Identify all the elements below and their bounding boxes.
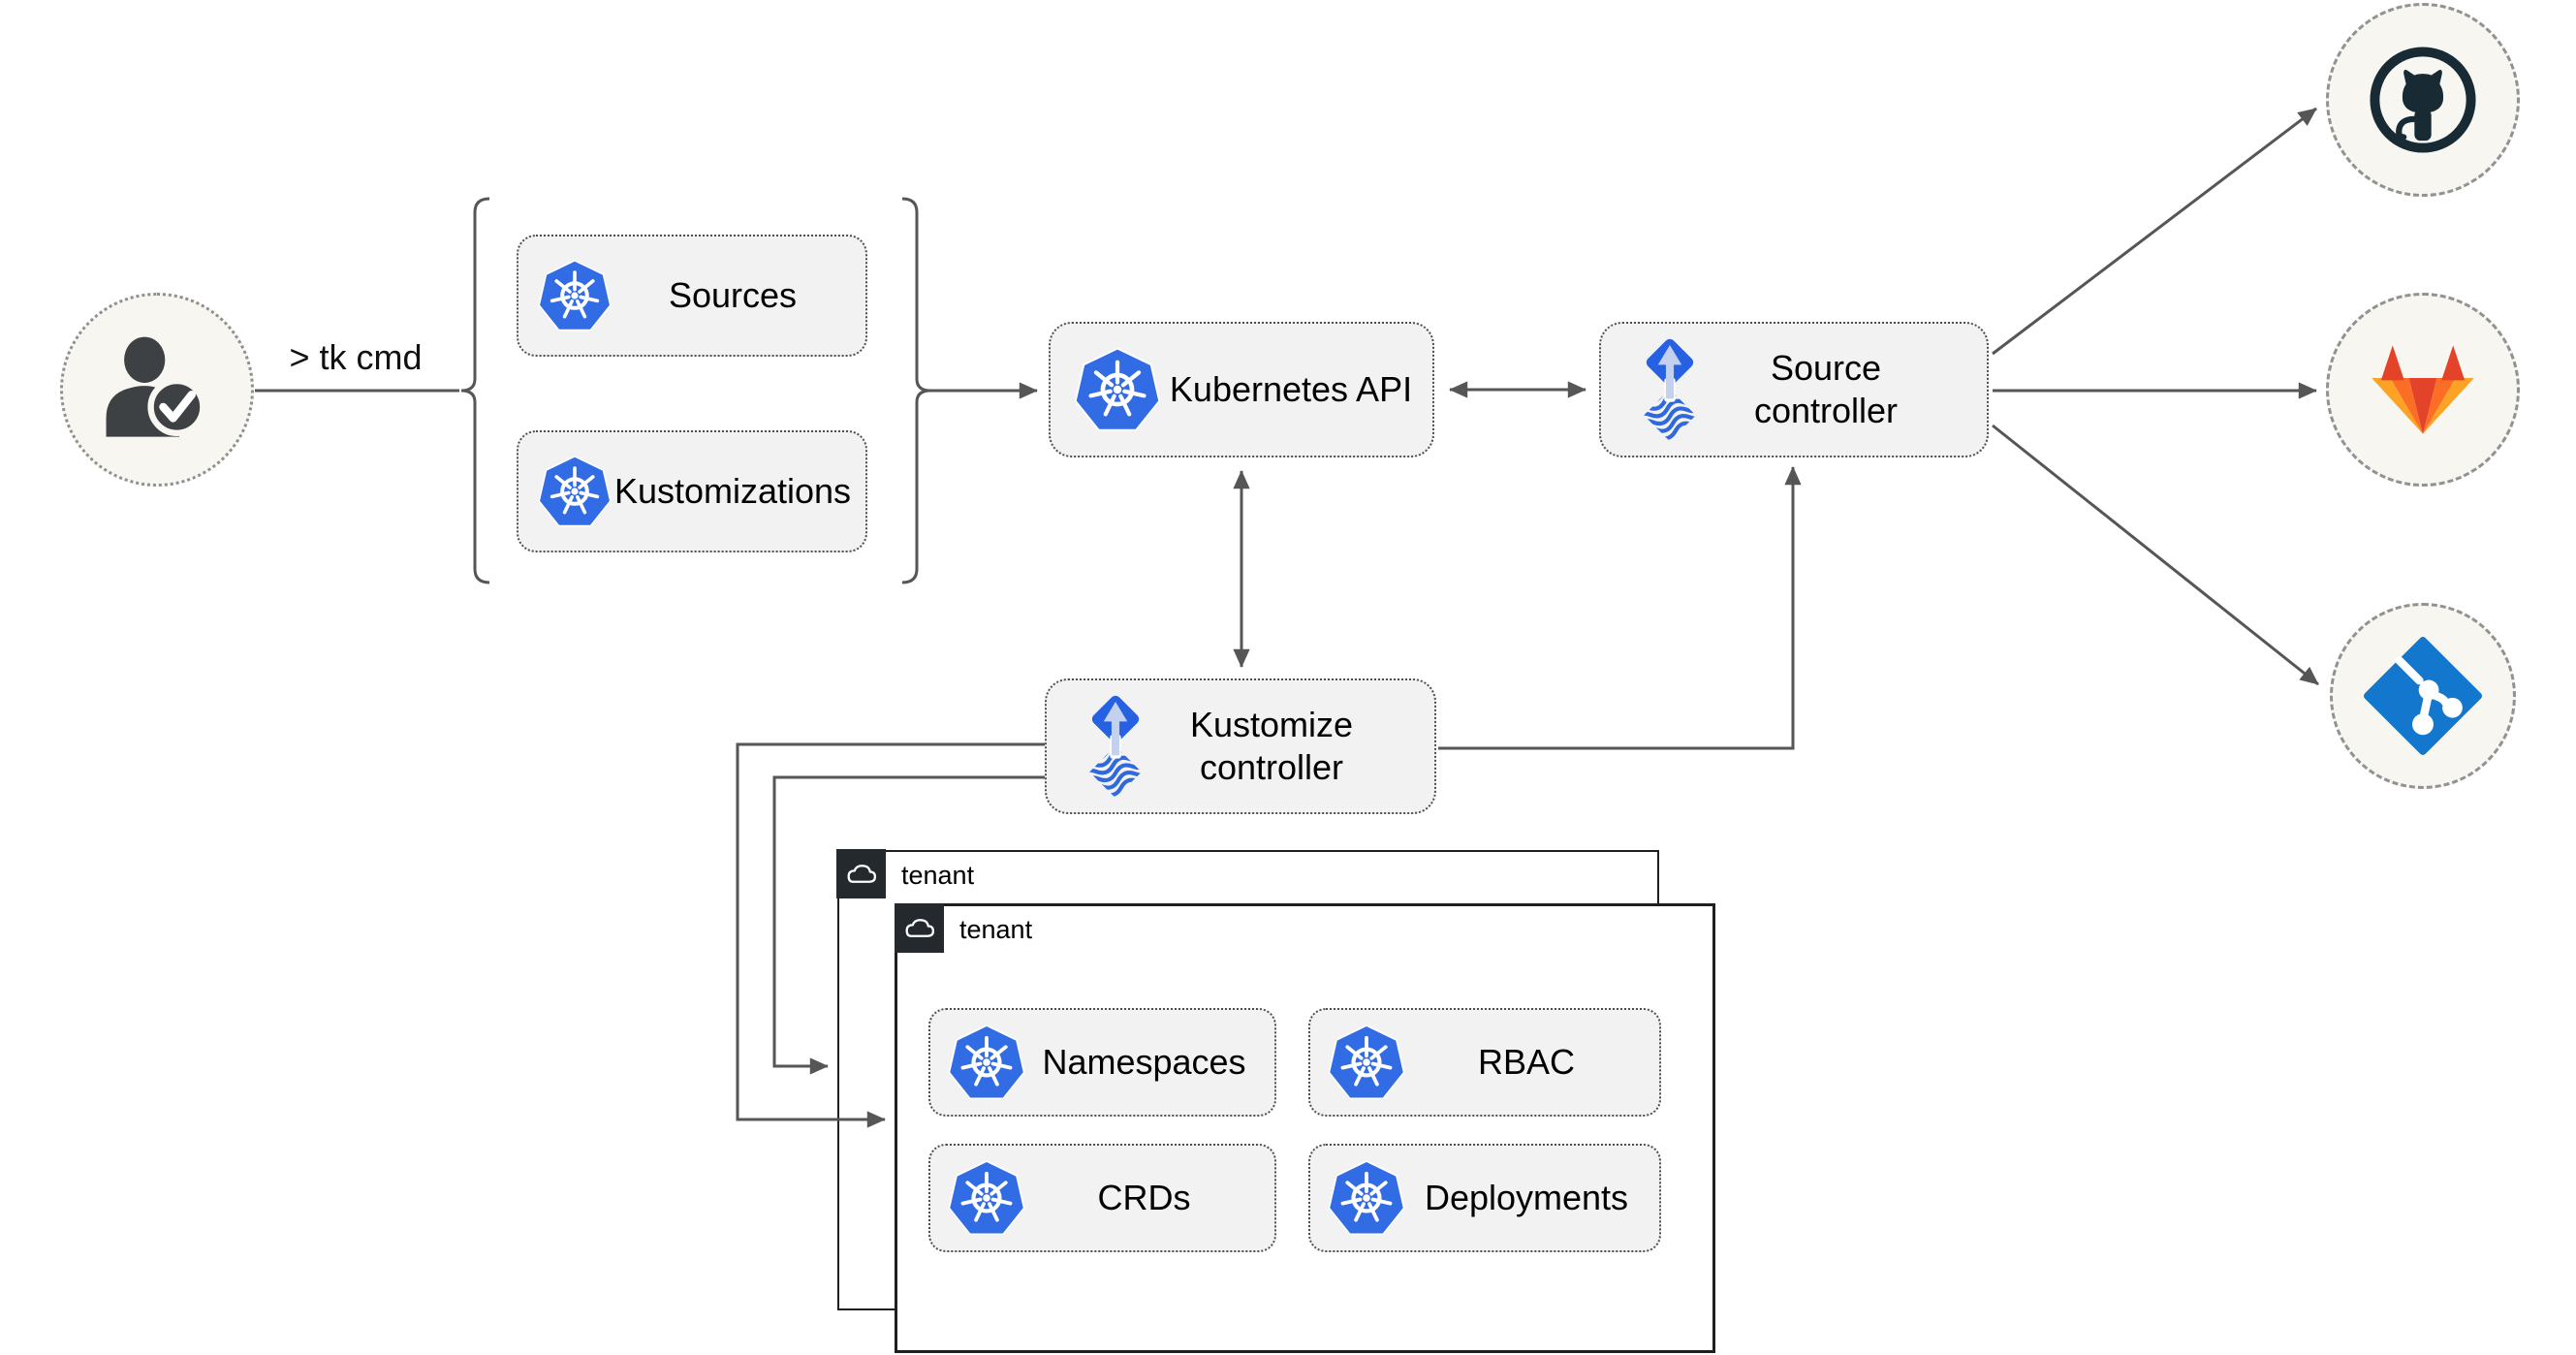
kubernetes-icon [518, 453, 613, 530]
node-sources-label: Sources [668, 275, 798, 316]
node-namespaces: Namespaces [928, 1008, 1276, 1117]
git-branch-icon [2364, 637, 2482, 755]
kubernetes-icon [930, 1022, 1027, 1103]
kubernetes-icon [1051, 344, 1163, 435]
flux-icon [1601, 332, 1710, 447]
tenant-front-label: tenant [959, 914, 1033, 944]
cloud-icon [905, 919, 935, 937]
git-circle [2330, 603, 2516, 789]
node-namespaces-label: Namespaces [1042, 1042, 1246, 1083]
tenant-back-label: tenant [901, 860, 975, 890]
node-source-controller: Source controller [1599, 322, 1989, 457]
edge-source-to-git [1992, 424, 2319, 686]
cloud-icon [847, 865, 877, 883]
node-rbac: RBAC [1308, 1008, 1661, 1117]
node-source-controller-label: Source controller [1753, 348, 1899, 430]
tenant-box-front: tenant [895, 903, 1715, 1353]
left-brace [460, 197, 490, 584]
kubernetes-icon [1310, 1157, 1407, 1239]
user-check-icon [106, 336, 206, 437]
tenant-front-header [895, 903, 944, 953]
cli-command-label: > tk cmd [289, 337, 423, 377]
node-crds-label: CRDs [1097, 1178, 1191, 1218]
node-kustomize-controller: Kustomize controller [1045, 678, 1436, 814]
kubernetes-icon [518, 257, 613, 334]
gitlab-tanuki-icon [2372, 345, 2474, 434]
node-kustomizations: Kustomizations [517, 430, 867, 552]
gitlab-circle [2326, 293, 2520, 487]
flux-icon [1047, 689, 1155, 804]
node-rbac-label: RBAC [1477, 1042, 1576, 1083]
node-deployments: Deployments [1308, 1144, 1661, 1252]
node-sources: Sources [517, 235, 867, 357]
user-circle [60, 293, 254, 487]
node-deployments-label: Deployments [1424, 1178, 1629, 1218]
kubernetes-icon [930, 1157, 1027, 1239]
edge-kustomize-to-source [1438, 466, 1802, 750]
github-octocat-icon [2370, 47, 2476, 153]
node-kustomize-controller-label: Kustomize controller [1189, 705, 1354, 787]
edge-source-to-github [1992, 107, 2317, 356]
tenant-back-header [836, 849, 886, 898]
node-crds: CRDs [928, 1144, 1276, 1252]
node-kubernetes-api: Kubernetes API [1049, 322, 1434, 457]
kubernetes-icon [1310, 1022, 1407, 1103]
node-kustomizations-label: Kustomizations [613, 471, 852, 512]
right-brace [901, 197, 931, 584]
github-circle [2326, 3, 2520, 197]
node-kubernetes-api-label: Kubernetes API [1169, 369, 1413, 410]
